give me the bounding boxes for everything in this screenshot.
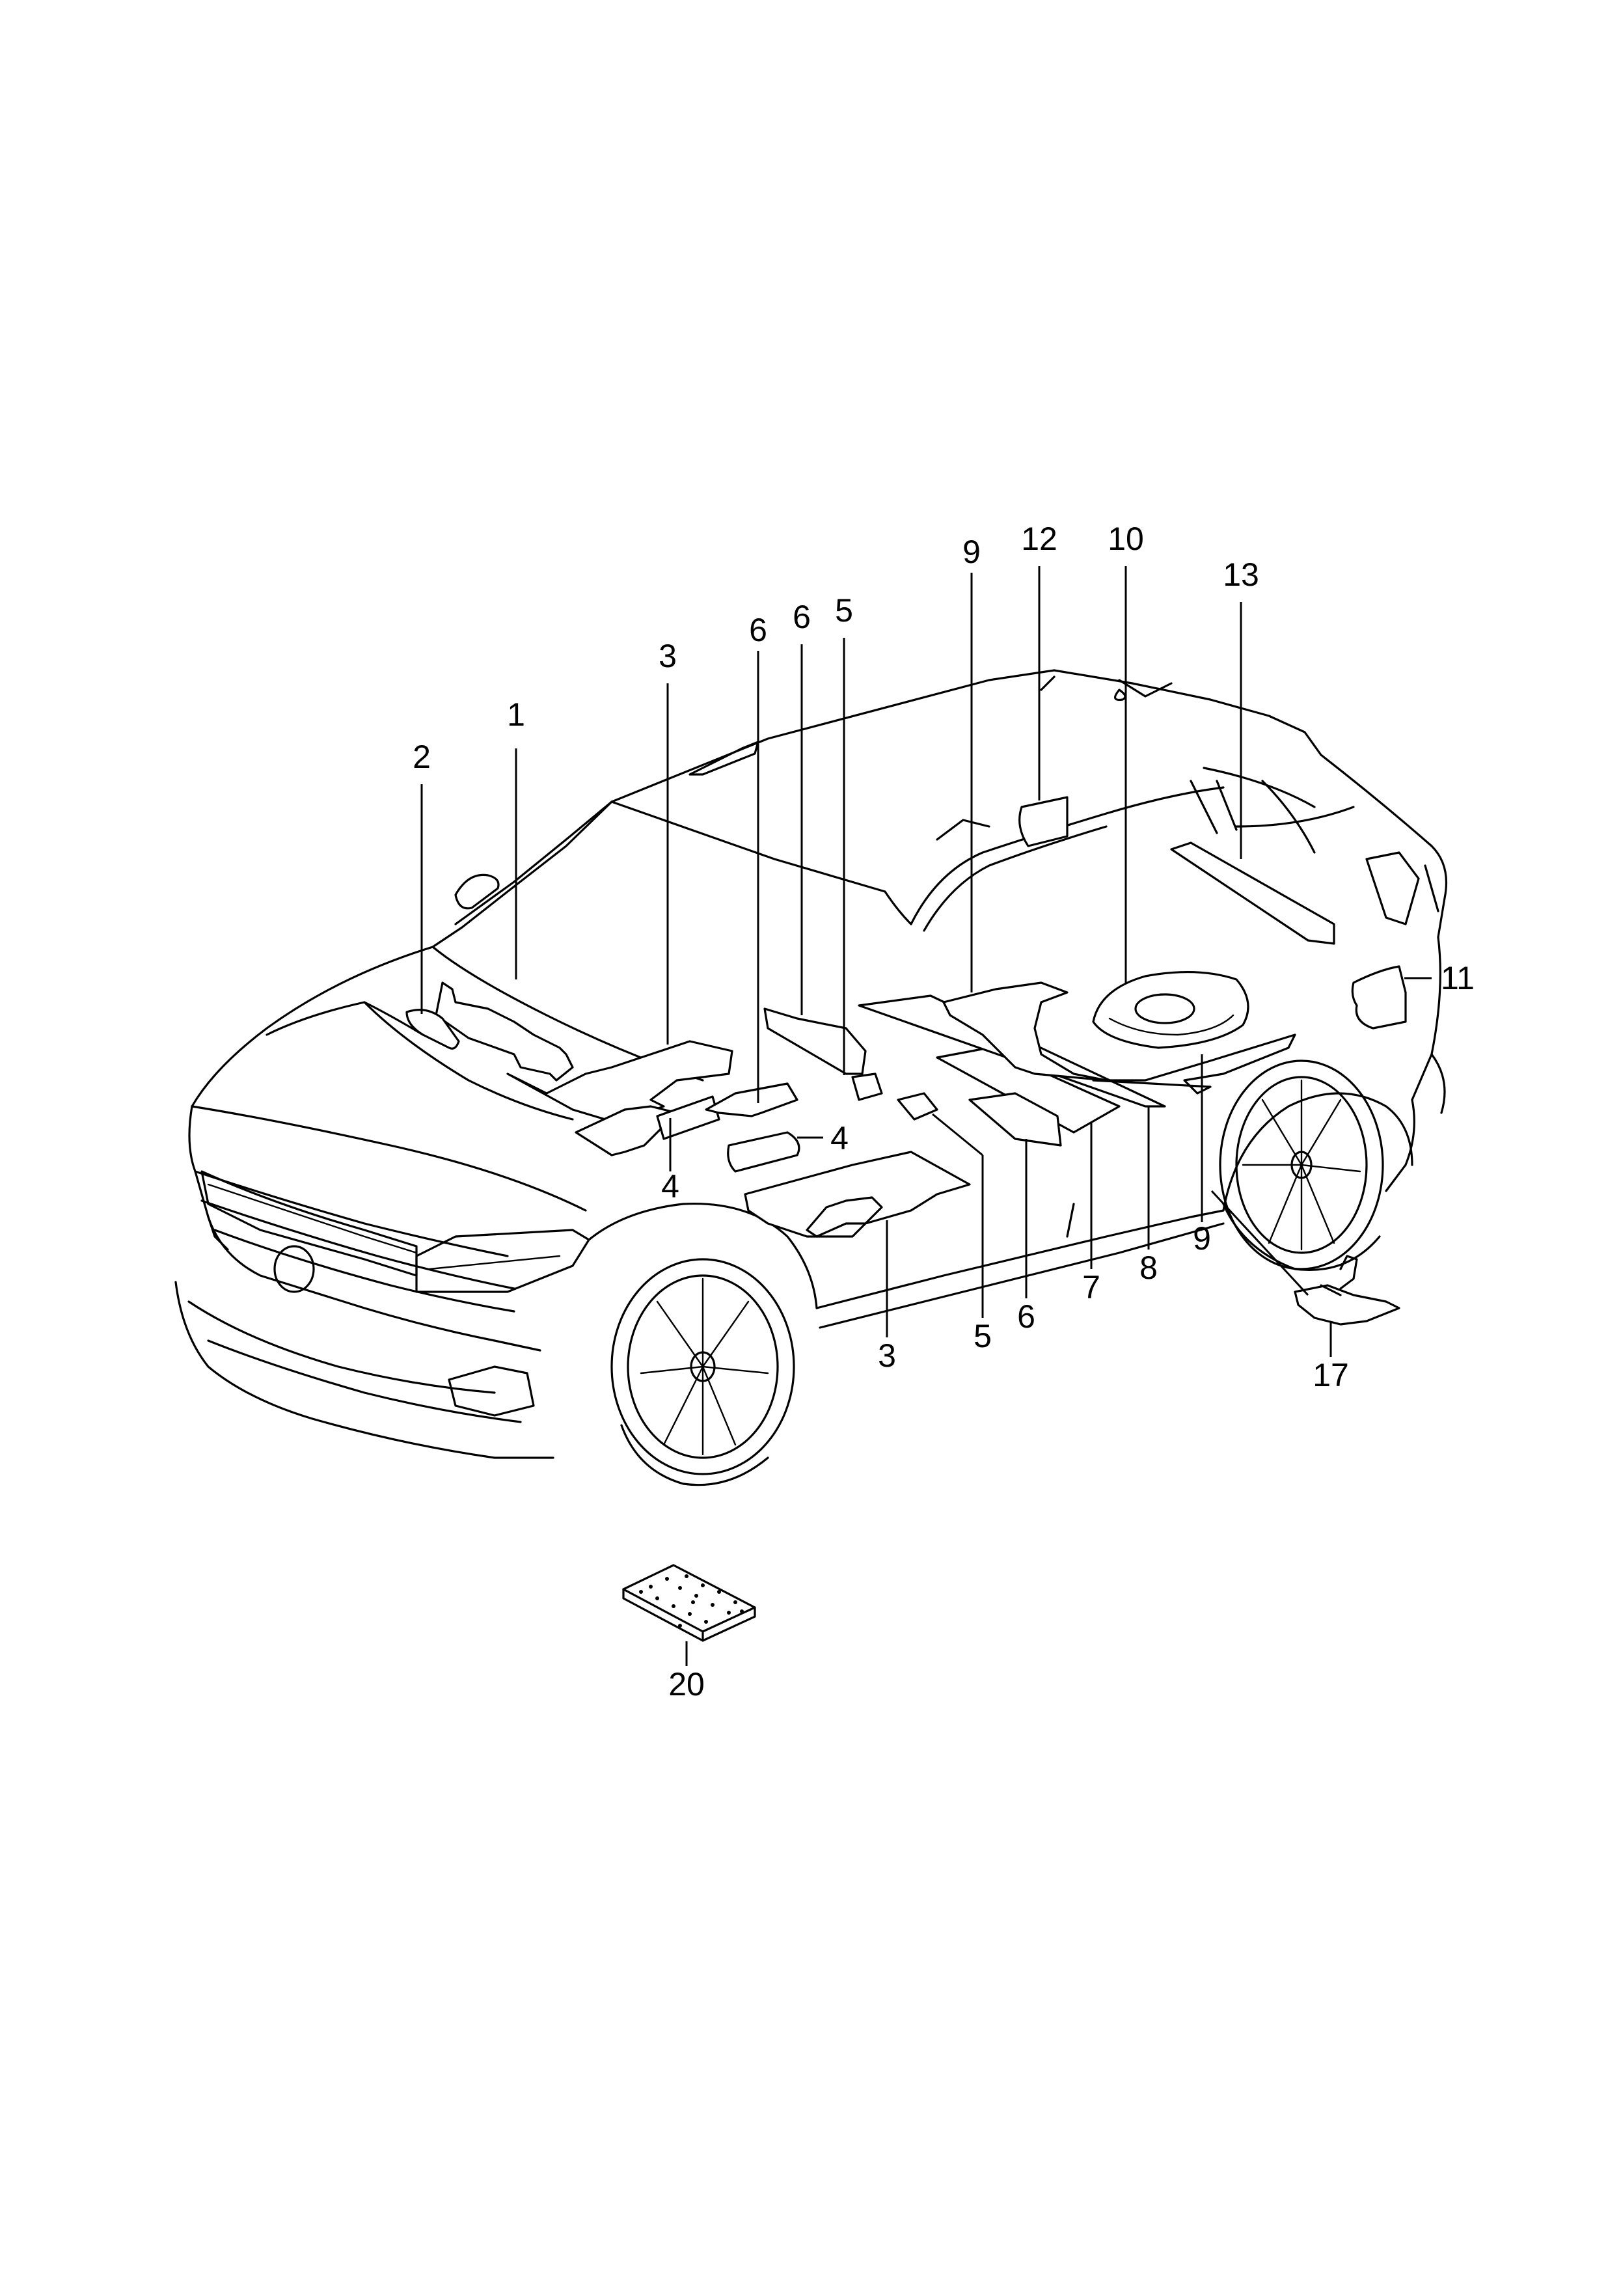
part-4-round-pad xyxy=(727,1131,800,1173)
callout-4-a: 4 xyxy=(661,1168,679,1205)
callout-17: 17 xyxy=(1313,1357,1349,1393)
callout-12: 12 xyxy=(1021,521,1057,557)
leader-lines xyxy=(420,566,1432,1666)
part-4-tunnel-left xyxy=(656,1095,720,1140)
part-10-spare-wheel-well xyxy=(1092,970,1249,1049)
callout-10: 10 xyxy=(1108,521,1144,557)
callout-3-bottom: 3 xyxy=(878,1337,896,1374)
callout-9-top: 9 xyxy=(962,534,981,570)
part-6-door-mat-upper xyxy=(763,1007,867,1075)
callout-4-b: 4 xyxy=(830,1120,849,1156)
callout-8: 8 xyxy=(1139,1250,1158,1286)
part-9-luggage-floor xyxy=(942,981,1108,1082)
part-3-front-floor-lower xyxy=(575,1105,678,1156)
part-20-deadening-sheet xyxy=(622,1564,756,1642)
callout-5-a: 5 xyxy=(835,592,853,629)
callout-13: 13 xyxy=(1223,556,1259,593)
part-20-texture-dots xyxy=(639,1574,744,1628)
part-1-cowl-mat xyxy=(435,981,574,1082)
part-5-pad-lower xyxy=(897,1092,938,1121)
callout-9-bottom: 9 xyxy=(1193,1220,1211,1257)
callout-7: 7 xyxy=(1082,1269,1100,1305)
part-9-side-trim xyxy=(1092,1033,1296,1095)
part-4-tunnel-right xyxy=(705,1082,798,1117)
callout-6-a: 6 xyxy=(749,612,767,648)
callout-2: 2 xyxy=(413,739,431,775)
part-17-underbody-bracket xyxy=(1294,1255,1400,1326)
callout-3-top: 3 xyxy=(659,638,677,674)
callout-11: 11 xyxy=(1441,960,1475,996)
callout-6-c: 6 xyxy=(1017,1298,1035,1335)
part-5-pad-upper xyxy=(851,1073,883,1101)
callout-6-b: 6 xyxy=(793,599,811,635)
callout-labels: 1 2 3 6 6 5 9 12 10 13 11 4 4 3 5 6 7 8 … xyxy=(413,521,1475,1702)
part-3-floor-insert xyxy=(806,1196,883,1238)
callout-5-b: 5 xyxy=(974,1318,992,1354)
part-6-door-mat-lower xyxy=(968,1092,1062,1147)
part-13-shelf-strip xyxy=(1170,841,1335,945)
part-11-rear-pad xyxy=(1351,965,1407,1030)
callout-1: 1 xyxy=(507,696,525,733)
part-2-bonnet-piece xyxy=(405,1009,460,1050)
vehicle-outline xyxy=(174,669,1447,1486)
part-3-main-floor xyxy=(744,1151,971,1238)
callout-20: 20 xyxy=(668,1666,705,1702)
insulation-parts xyxy=(405,796,1407,1642)
part-12-quarter-pad xyxy=(1018,796,1069,847)
